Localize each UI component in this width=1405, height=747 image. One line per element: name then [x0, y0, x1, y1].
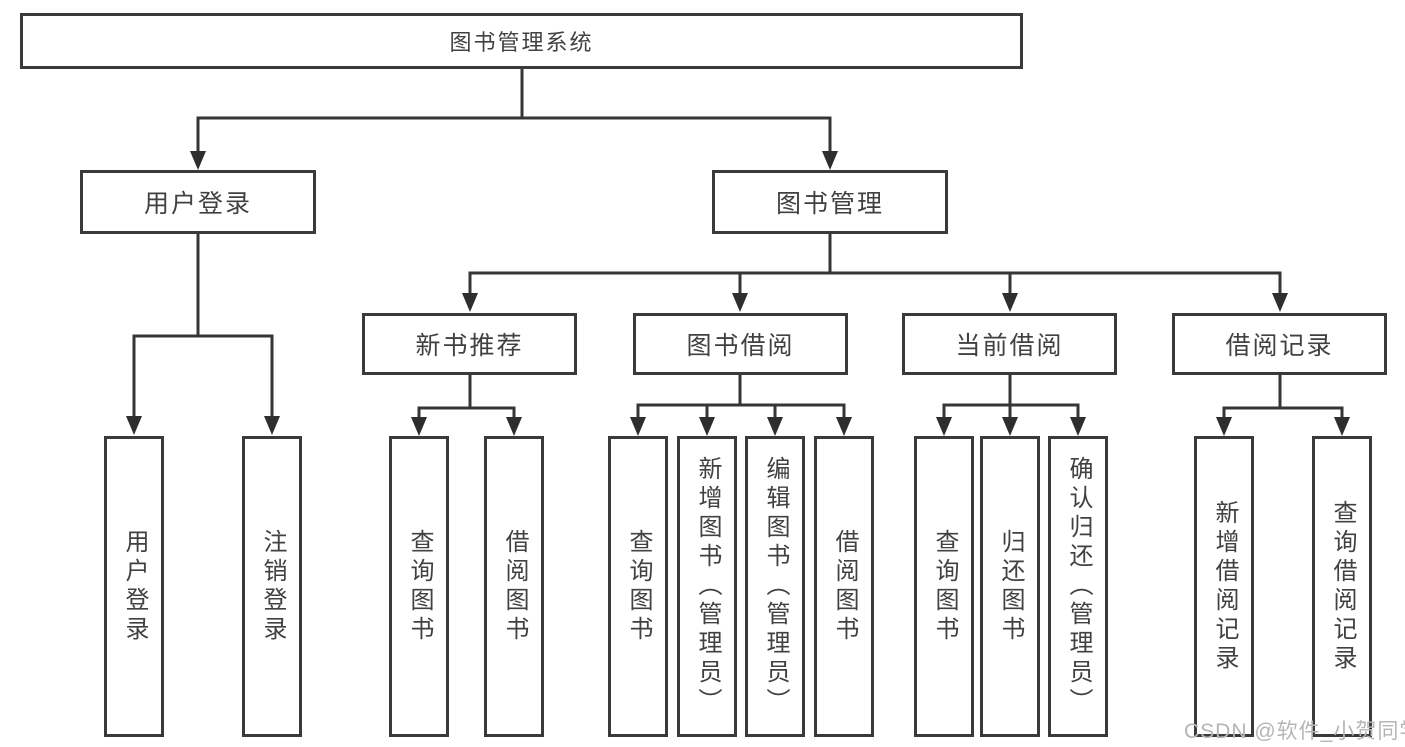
node-leaf-add-borrow-record: 新增借阅记录: [1194, 436, 1254, 737]
node-leaf-borrow-books: 借阅图书: [814, 436, 874, 737]
connector-records-to-leaves: [1222, 375, 1344, 419]
node-leaf-edit-books-admin: 编辑图书（管理员）: [745, 436, 805, 737]
node-leaf-query-books-borrowing: 查询图书: [608, 436, 668, 737]
node-leaf-add-books-admin: 新增图书（管理员）: [677, 436, 737, 737]
node-leaf-query-books-current: 查询图书: [914, 436, 974, 737]
node-leaf-query-borrow-record: 查询借阅记录: [1312, 436, 1372, 737]
node-current-borrowing: 当前借阅: [902, 313, 1117, 375]
node-root-system: 图书管理系统: [20, 13, 1023, 69]
node-borrowing-records: 借阅记录: [1172, 313, 1387, 375]
csdn-watermark: CSDN @软件_小贺同学: [1184, 720, 1405, 743]
node-leaf-logout: 注销登录: [242, 436, 302, 737]
node-leaf-confirm-return-admin: 确认归还（管理员）: [1048, 436, 1108, 737]
connector-borrowing-to-leaves: [636, 375, 846, 419]
connector-bookmgmt-to-level3: [468, 234, 1282, 295]
node-new-book-recommend: 新书推荐: [362, 313, 577, 375]
node-leaf-query-books-recommend: 查询图书: [389, 436, 449, 737]
node-user-login: 用户登录: [80, 170, 316, 234]
node-book-management: 图书管理: [712, 170, 948, 234]
connector-newbooks-to-leaves: [417, 375, 516, 419]
node-book-borrowing: 图书借阅: [633, 313, 848, 375]
connector-userlogin-to-leaves: [132, 234, 274, 418]
connector-current-to-leaves: [942, 375, 1080, 419]
node-leaf-borrow-books-recommend: 借阅图书: [484, 436, 544, 737]
connector-root-to-level2: [196, 67, 832, 153]
node-leaf-user-login: 用户登录: [104, 436, 164, 737]
arrowheads: [126, 151, 1350, 436]
node-leaf-return-books: 归还图书: [980, 436, 1040, 737]
